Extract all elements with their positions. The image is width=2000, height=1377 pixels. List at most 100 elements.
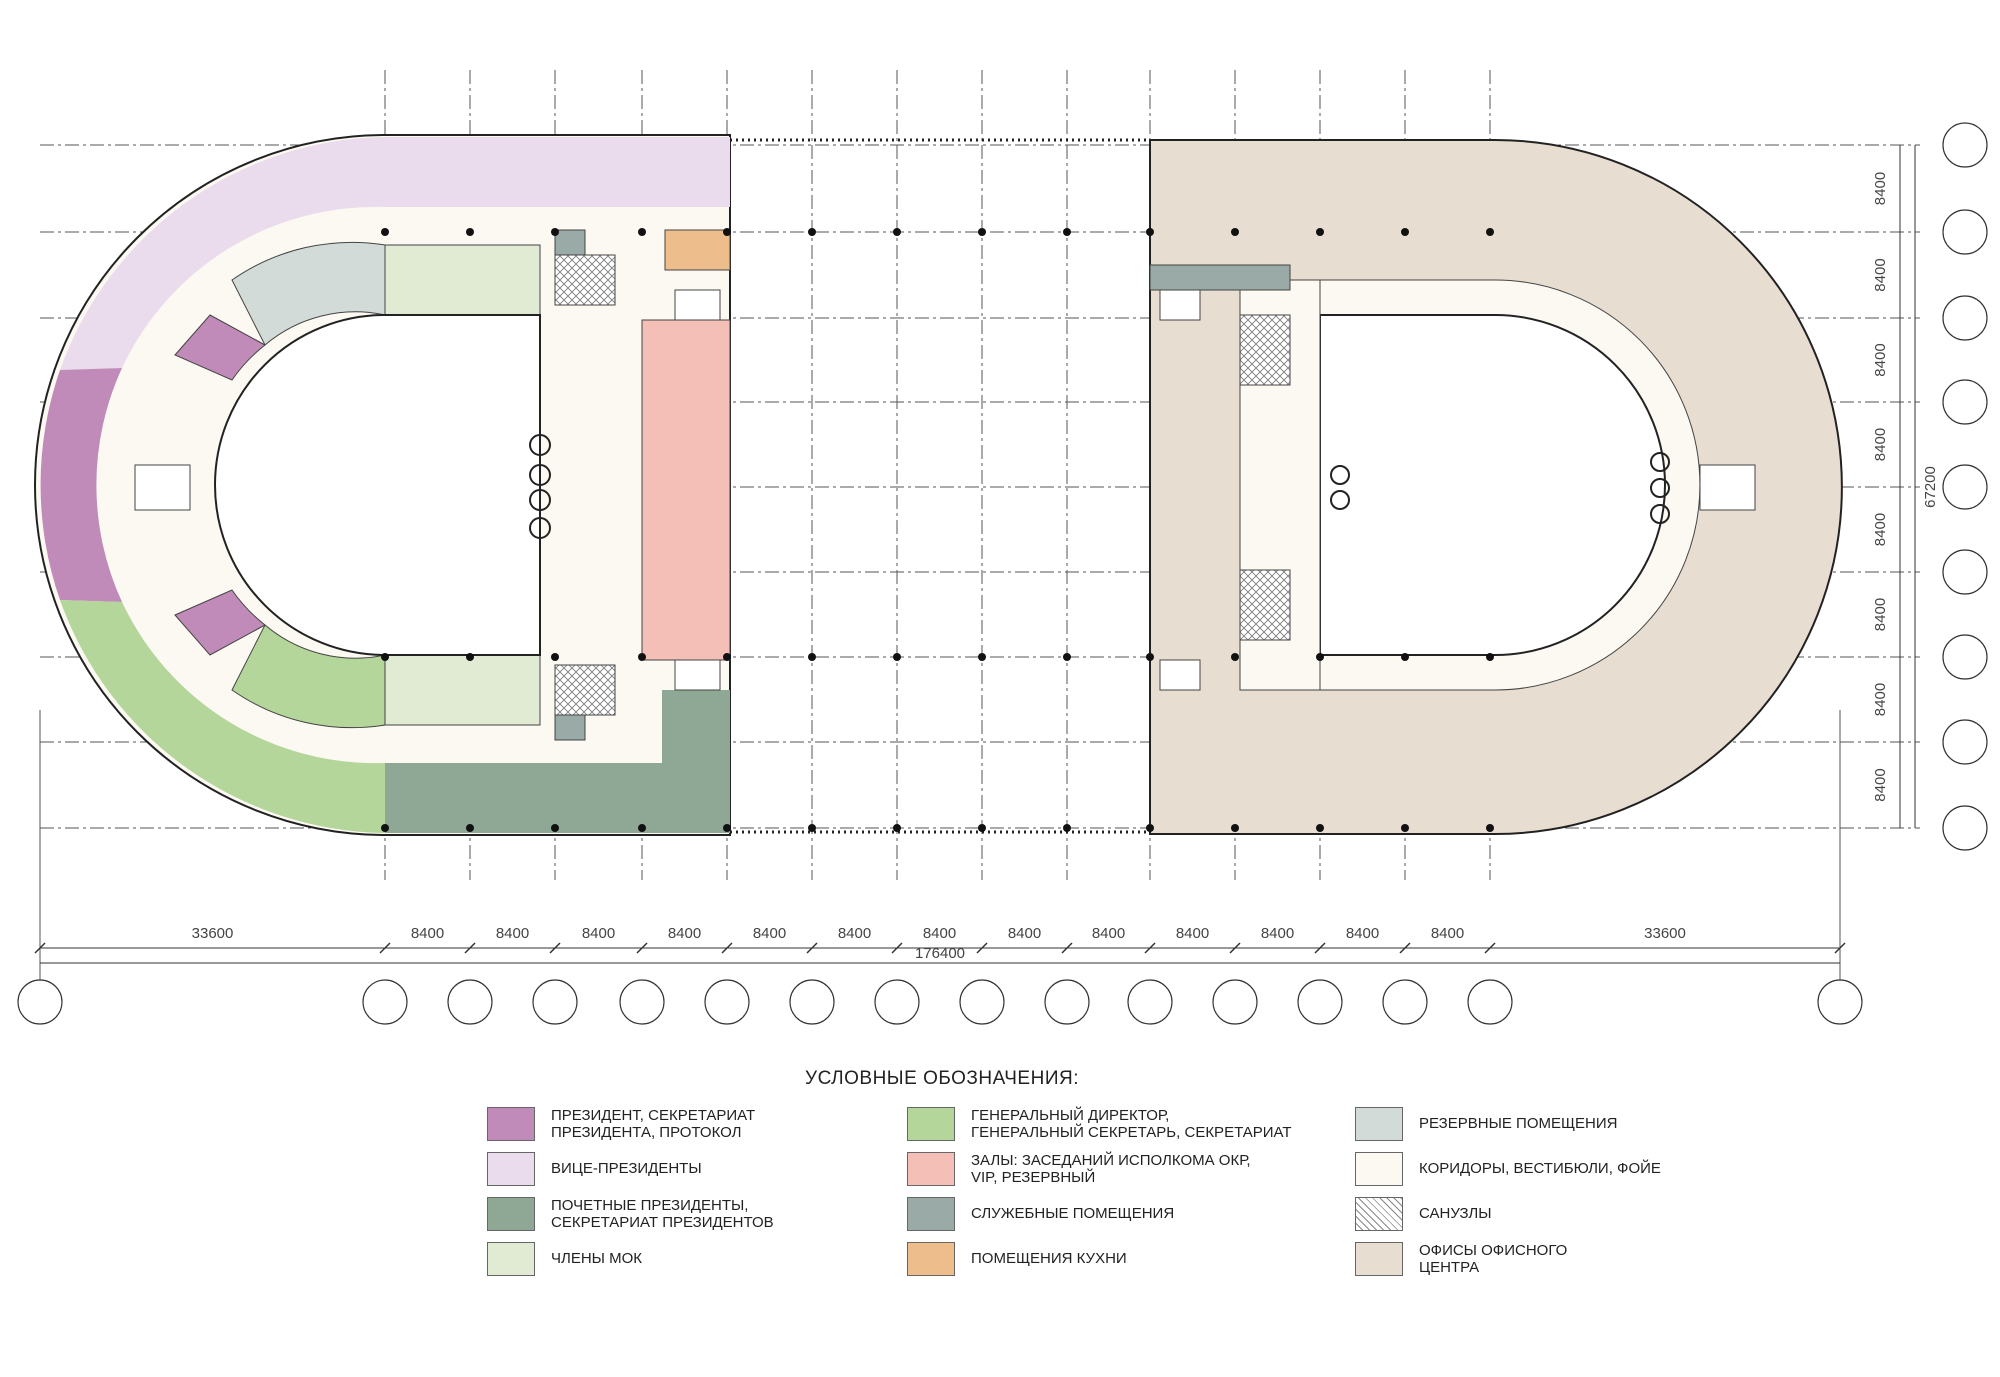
service-room-bottom — [554, 714, 586, 741]
axis-bubble — [704, 979, 750, 1025]
column — [1316, 653, 1324, 661]
column — [1063, 228, 1071, 236]
left-courtyard — [214, 314, 541, 656]
dimension-label: 8400 — [1261, 925, 1294, 942]
dimension-tick — [1144, 942, 1156, 954]
column — [551, 824, 559, 832]
axis-bubble — [1382, 979, 1428, 1025]
column — [808, 653, 816, 661]
axis-bubble — [959, 979, 1005, 1025]
president-inner-rooms-bottom — [174, 589, 266, 656]
axis-bubble — [1942, 295, 1988, 341]
dimension-tick — [721, 942, 733, 954]
dimension-label: 8400 — [1872, 172, 1889, 205]
axis-bubble — [1942, 464, 1988, 510]
column — [638, 228, 646, 236]
ioc-members-bottom — [384, 654, 541, 726]
right-stair-top — [1159, 289, 1201, 321]
axis-bubble — [1942, 634, 1988, 680]
stair-bottom — [674, 659, 721, 691]
dimension-tick — [636, 942, 648, 954]
dimension-label: 8400 — [1176, 925, 1209, 942]
axis-bubble — [1942, 549, 1988, 595]
column — [808, 228, 816, 236]
column — [1401, 228, 1409, 236]
column — [381, 228, 389, 236]
column — [1231, 824, 1239, 832]
stair-west — [134, 464, 191, 511]
column — [723, 653, 731, 661]
column — [1401, 824, 1409, 832]
dimension-label: 8400 — [923, 925, 956, 942]
dimension-label: 8400 — [1872, 513, 1889, 546]
column — [1146, 228, 1154, 236]
dimension-label: 8400 — [1872, 683, 1889, 716]
dimension-label: 8400 — [1872, 343, 1889, 376]
right-sanitary-bottom — [1239, 569, 1291, 641]
axis-bubble — [1044, 979, 1090, 1025]
dimension-tick — [549, 942, 561, 954]
column — [1146, 653, 1154, 661]
column — [466, 824, 474, 832]
axis-bubble — [874, 979, 920, 1025]
right-stair-bottom — [1159, 659, 1201, 691]
vice-president-offices-arc — [60, 137, 385, 370]
right-courtyard — [1319, 314, 1666, 656]
dimension-label: 8400 — [1872, 428, 1889, 461]
dimension-label: 33600 — [1644, 925, 1686, 942]
lift-symbols-left — [529, 434, 551, 539]
honorary-president-offices — [385, 763, 730, 833]
dimension-tick — [1229, 942, 1241, 954]
column — [1486, 824, 1494, 832]
sanitary-top — [554, 254, 616, 306]
column — [1486, 653, 1494, 661]
axis-bubble — [362, 979, 408, 1025]
column — [1146, 824, 1154, 832]
dimension-label: 8400 — [582, 925, 615, 942]
axis-bubble — [1817, 979, 1863, 1025]
dimension-tick — [1834, 942, 1846, 954]
kitchen — [664, 229, 731, 271]
service-room-top — [554, 229, 586, 256]
reserve-rooms-top — [231, 241, 386, 346]
column — [381, 653, 389, 661]
axis-bubble — [1212, 979, 1258, 1025]
right-service-room — [1149, 264, 1291, 291]
president-offices-arc — [40, 368, 123, 602]
dimension-tick — [1314, 942, 1326, 954]
dimension-tick — [1399, 942, 1411, 954]
column — [1231, 653, 1239, 661]
stair-top — [674, 289, 721, 321]
axis-bubble — [447, 979, 493, 1025]
total-length-label: 176400 — [915, 945, 965, 962]
column — [1063, 824, 1071, 832]
column — [978, 824, 986, 832]
left-wing — [34, 134, 731, 836]
columns — [381, 228, 1494, 832]
dimension-tick — [891, 942, 903, 954]
service-rooms-bottom — [662, 690, 730, 763]
column — [638, 824, 646, 832]
column — [1316, 228, 1324, 236]
right-stair-east — [1699, 464, 1756, 511]
column — [978, 228, 986, 236]
director-inner-rooms — [231, 624, 386, 729]
axis-bubbles — [17, 122, 1988, 1025]
total-width-label: 67200 — [1922, 466, 1939, 508]
dimension-label: 8400 — [1872, 768, 1889, 801]
axis-bubble — [532, 979, 578, 1025]
sanitary-bottom — [554, 664, 616, 716]
axis-bubble — [1297, 979, 1343, 1025]
dimension-label: 8400 — [753, 925, 786, 942]
axis-bubble — [1467, 979, 1513, 1025]
halls — [641, 319, 731, 661]
column — [466, 653, 474, 661]
axis-bubble — [1942, 719, 1988, 765]
column — [1063, 653, 1071, 661]
column — [466, 228, 474, 236]
axis-bubble — [619, 979, 665, 1025]
column — [381, 824, 389, 832]
axis-bubble — [789, 979, 835, 1025]
column — [723, 228, 731, 236]
